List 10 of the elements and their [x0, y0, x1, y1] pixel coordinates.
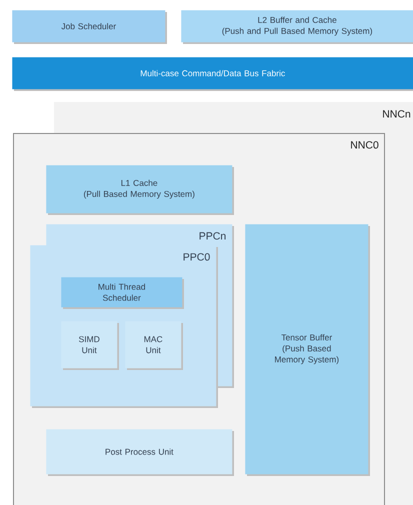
block-box: Multi Thread Scheduler [61, 277, 184, 309]
block-box: SIMD Unit [61, 321, 119, 370]
node-label: PPC0 [184, 253, 210, 261]
block-box: Multi-case Command/Data Bus Fabric [12, 57, 413, 91]
block-box: L1 Cache (Pull Based Memory System) [46, 165, 234, 215]
block-box: L2 Buffer and Cache (Push and Pull Based Memory System) [181, 10, 413, 44]
block-box: Job Scheduler [12, 10, 167, 44]
block-box: Tensor Buffer (Push Based Memory System) [245, 224, 370, 476]
block-box: MAC Unit [125, 321, 183, 370]
block-box: Post Process Unit [46, 429, 234, 476]
